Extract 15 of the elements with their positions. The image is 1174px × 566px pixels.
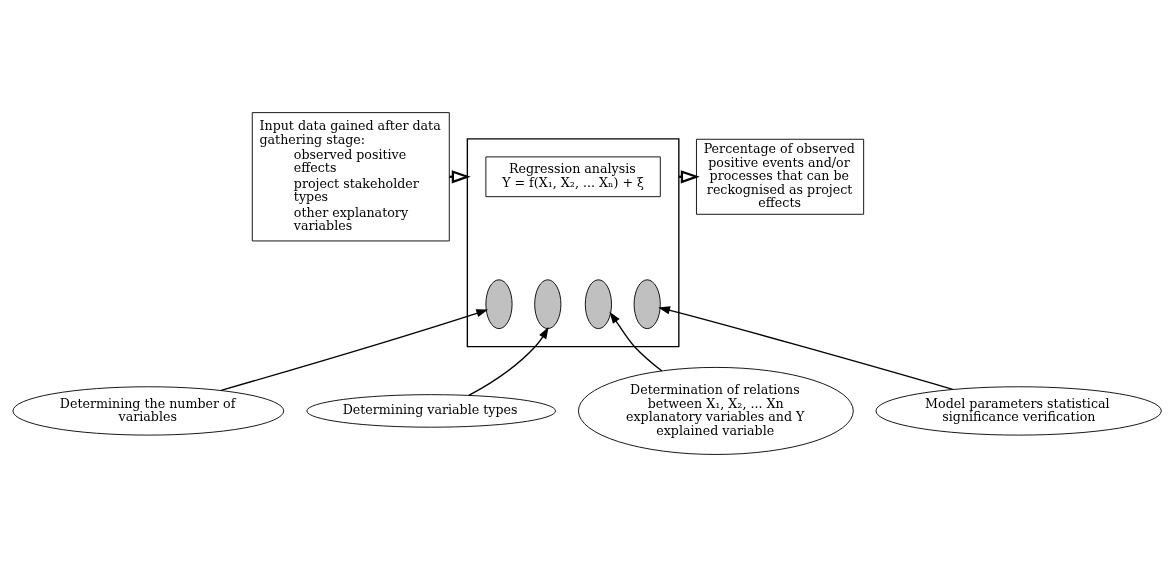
arrow [609, 311, 663, 372]
node-box: Percentage of observed positive events and/or processes that can be reckognised as project effects [696, 138, 865, 215]
node-ellipse [633, 278, 661, 329]
node-ellipse: Model parameters statistical significance verification [875, 385, 1162, 436]
arrow [220, 308, 489, 391]
node-ellipse [584, 278, 612, 329]
node-ellipse: Determination of relations between X₁, X₂, ... Xn explanatory variables and Y explained variable [578, 366, 854, 455]
node-ellipse [534, 278, 562, 329]
node-box: Input data gained after data gathering stage: observed positive effects project stakeholder types other explanatory variables [251, 111, 450, 241]
arrow [658, 305, 954, 390]
node-ellipse: Determining variable types [306, 393, 556, 428]
node-box: Regression analysis Y = f(X₁, X₂, ... Xₙ) + ξ [485, 155, 661, 197]
node-ellipse [485, 278, 513, 329]
node-ellipse: Determining the number of variables [12, 385, 285, 436]
arrow [468, 326, 549, 396]
